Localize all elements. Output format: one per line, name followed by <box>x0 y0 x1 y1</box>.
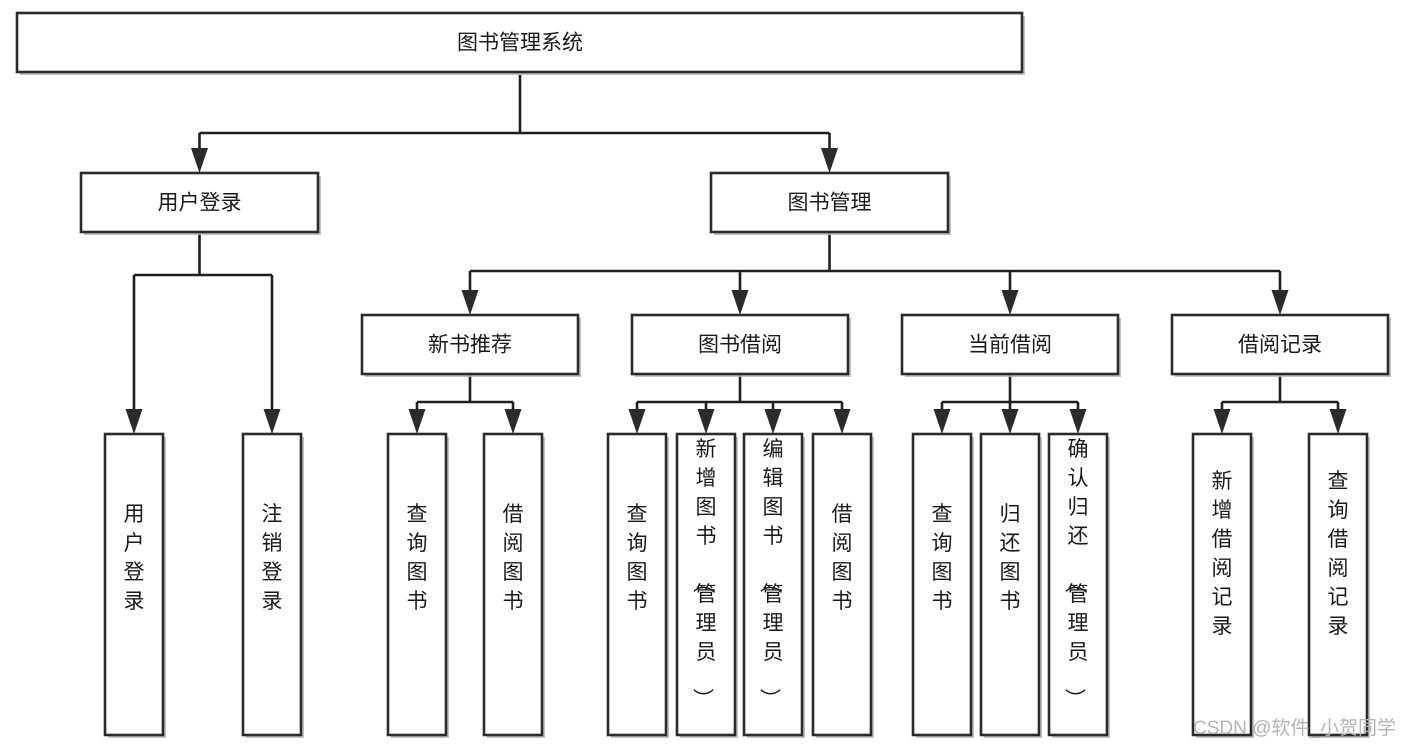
arrow-head-leaf-record-1 <box>1213 409 1231 434</box>
arrow-head-leaf-current-1 <box>933 409 951 434</box>
leaf-book-borrow-2-label: 编辑图书（管理员） <box>758 438 784 709</box>
leaf-book-borrow-3[interactable]: 借阅图书 <box>811 432 874 738</box>
leaf-current-borrow-1-box <box>979 432 1041 737</box>
leaf-borrow-record-1[interactable]: 查询借阅记录 <box>1307 432 1370 738</box>
leaf-book-borrow-1-label: 新增图书（管理员） <box>691 438 717 709</box>
leaf-book-borrow-0-box <box>606 432 668 737</box>
node-current-borrow-box <box>900 313 1120 376</box>
node-borrow-records-label: 借阅记录 <box>1238 334 1322 357</box>
node-current-borrow[interactable]: 当前借阅 <box>900 313 1121 377</box>
leaf-user-login-1[interactable]: 注销登录 <box>241 432 304 738</box>
leaf-recommend-1[interactable]: 借阅图书 <box>482 432 545 738</box>
leaf-borrow-record-0-label: 新增借阅记录 <box>1212 470 1233 638</box>
leaf-user-login-1-label: 注销登录 <box>262 503 283 613</box>
arrow-head-leaf-borrow-2 <box>697 409 715 434</box>
leaf-borrow-record-0[interactable]: 新增借阅记录 <box>1191 432 1254 738</box>
node-user-login-box <box>79 171 320 234</box>
leaf-current-borrow-0-box <box>911 432 973 737</box>
node-new-book-recommend-box <box>360 313 580 376</box>
connectors-layer <box>125 75 1347 434</box>
leaf-book-borrow-3-label: 借阅图书 <box>832 503 853 613</box>
arrow-head-leaf-borrow-4 <box>833 409 851 434</box>
node-book-borrow[interactable]: 图书借阅 <box>630 313 851 377</box>
leaf-user-login-0-label: 用户登录 <box>124 503 145 613</box>
arrow-head-book-borrow <box>731 290 749 315</box>
node-borrow-records[interactable]: 借阅记录 <box>1170 313 1391 377</box>
node-new-book-recommend[interactable]: 新书推荐 <box>360 313 581 377</box>
leaf-current-borrow-1-label: 归还图书 <box>1000 503 1021 613</box>
arrow-head-new-book <box>461 290 479 315</box>
leaf-current-borrow-2-box <box>1047 432 1109 737</box>
arrow-head-leaf-current-2 <box>1001 409 1019 434</box>
leaf-current-borrow-2-label: 确认归还（管理员） <box>1063 438 1089 709</box>
leaf-user-login-0-box <box>103 432 165 737</box>
leaf-user-login-0[interactable]: 用户登录 <box>103 432 166 738</box>
leaf-book-borrow-0-label: 查询图书 <box>627 503 648 613</box>
arrow-head-borrow-record <box>1271 290 1289 315</box>
leaf-user-login-1-box <box>241 432 303 737</box>
arrow-head-leaf-record-2 <box>1329 409 1347 434</box>
leaf-current-borrow-1[interactable]: 归还图书 <box>979 432 1042 738</box>
watermark-label: CSDN @软件_小贺同学 <box>1193 717 1396 739</box>
leaf-recommend-0[interactable]: 查询图书 <box>386 432 449 738</box>
arrow-head-leaf-recommend-1 <box>408 409 426 434</box>
arrow-head-current-borrow <box>1001 290 1019 315</box>
node-root-label: 图书管理系统 <box>457 32 583 55</box>
leaf-book-borrow-1[interactable]: 新增图书（管理员） <box>675 432 738 738</box>
leaf-current-borrow-0[interactable]: 查询图书 <box>911 432 974 738</box>
leaf-book-borrow-2[interactable]: 编辑图书（管理员） <box>742 432 805 738</box>
node-user-login[interactable]: 用户登录 <box>79 171 321 235</box>
node-book-manage-box <box>709 171 950 234</box>
leaf-recommend-0-label: 查询图书 <box>407 503 428 613</box>
node-book-manage[interactable]: 图书管理 <box>709 171 951 235</box>
node-book-manage-label: 图书管理 <box>788 192 872 215</box>
leaf-borrow-record-1-label: 查询借阅记录 <box>1328 470 1349 638</box>
node-book-borrow-box <box>630 313 850 376</box>
arrow-head-user-login <box>191 148 208 173</box>
leaf-current-borrow-2[interactable]: 确认归还（管理员） <box>1047 432 1110 738</box>
arrow-head-leaf-borrow-3 <box>764 409 782 434</box>
leaf-book-borrow-2-box <box>742 432 804 737</box>
node-current-borrow-label: 当前借阅 <box>968 334 1052 357</box>
leaf-book-borrow-3-box <box>811 432 873 737</box>
leaf-recommend-0-box <box>386 432 448 737</box>
arrow-head-leaf-user-1 <box>125 409 143 434</box>
leaf-recommend-1-box <box>482 432 544 737</box>
node-root-box <box>15 11 1024 74</box>
arrow-head-leaf-recommend-2 <box>504 409 522 434</box>
leaf-borrow-record-0-box <box>1191 432 1253 737</box>
leaf-borrow-record-1-box <box>1307 432 1369 737</box>
leaf-current-borrow-0-label: 查询图书 <box>932 503 953 613</box>
node-user-login-label: 用户登录 <box>158 192 242 215</box>
leaf-recommend-1-label: 借阅图书 <box>503 503 524 613</box>
arrow-head-book-manage <box>821 148 838 173</box>
node-root[interactable]: 图书管理系统 <box>15 11 1025 75</box>
node-borrow-records-box <box>1170 313 1390 376</box>
leaf-book-borrow-0[interactable]: 查询图书 <box>606 432 669 738</box>
arrow-head-leaf-user-2 <box>263 409 281 434</box>
arrow-head-leaf-current-3 <box>1069 409 1087 434</box>
node-new-book-recommend-label: 新书推荐 <box>428 334 512 357</box>
leaf-book-borrow-1-box <box>675 432 737 737</box>
arrow-head-leaf-borrow-1 <box>628 409 646 434</box>
node-book-borrow-label: 图书借阅 <box>698 334 782 357</box>
